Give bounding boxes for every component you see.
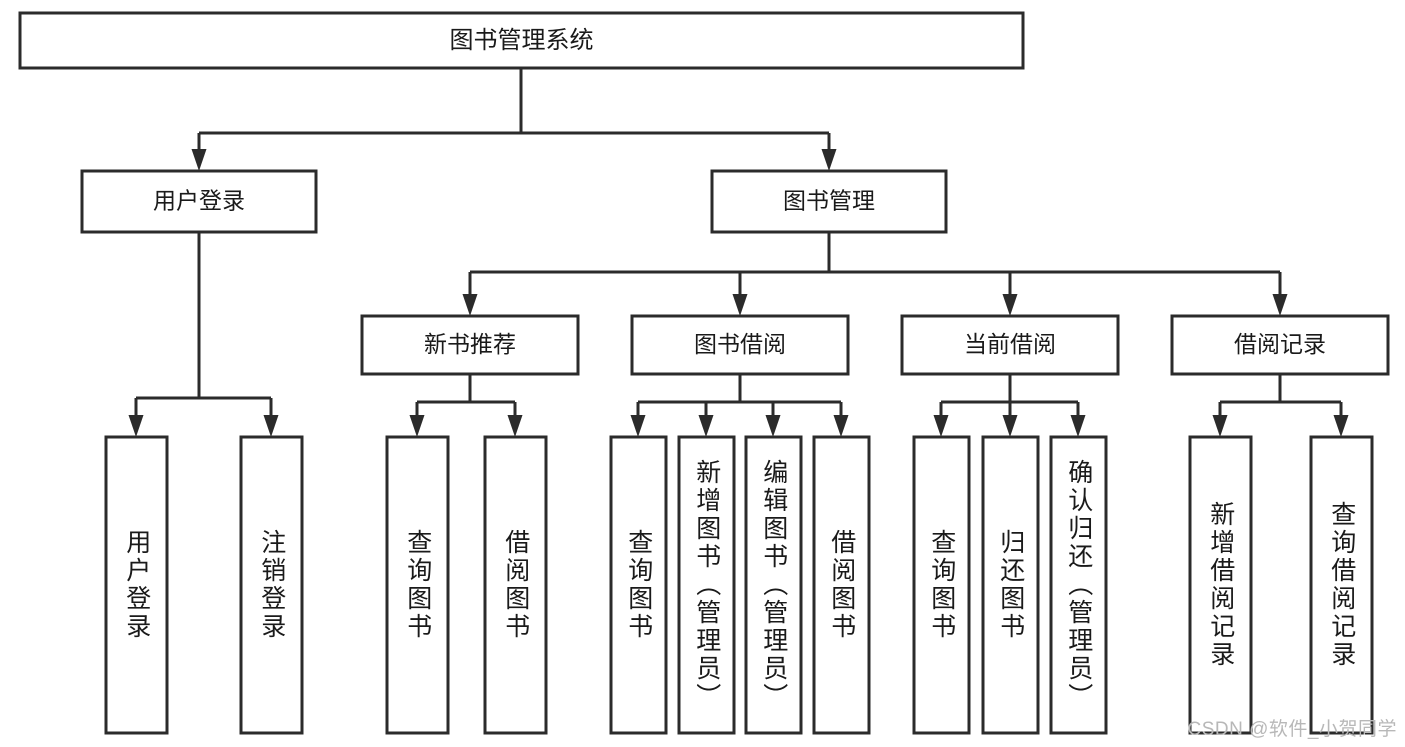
- node-l-bb-borrow-book[interactable]: [812, 435, 871, 735]
- node-n-new-book-rec[interactable]: 新书推荐: [360, 314, 580, 376]
- node-label: 当前借阅: [964, 331, 1056, 357]
- connector-c-borrow-record: [1212, 374, 1349, 437]
- node-l-user-logout[interactable]: [239, 435, 304, 735]
- connector-c-new-book-rec: [409, 374, 523, 437]
- node-l-bb-add-book[interactable]: [677, 435, 736, 735]
- node-label: 图书管理系统: [450, 27, 594, 54]
- node-n-book-borrow[interactable]: 图书借阅: [630, 314, 850, 376]
- node-label: 借阅记录: [1234, 331, 1326, 357]
- node-l-br-add-record[interactable]: [1188, 435, 1253, 735]
- node-label: 图书借阅: [694, 331, 786, 357]
- node-l-rec-query-book[interactable]: [385, 435, 450, 735]
- node-l-rec-borrow-book[interactable]: [483, 435, 548, 735]
- node-n-book-manage[interactable]: 图书管理: [710, 169, 948, 234]
- node-label: 用户登录: [153, 188, 245, 214]
- node-l-cb-return-book[interactable]: [981, 435, 1040, 735]
- node-l-cb-confirm-return[interactable]: [1049, 435, 1108, 735]
- node-l-br-query-record[interactable]: [1309, 435, 1374, 735]
- node-l-user-login[interactable]: [104, 435, 169, 735]
- node-n-user-login[interactable]: 用户登录: [80, 169, 318, 234]
- connector-c-book-borrow: [630, 374, 849, 437]
- node-root[interactable]: 图书管理系统: [18, 11, 1025, 70]
- node-label: 图书管理: [783, 188, 875, 214]
- node-l-bb-query-book[interactable]: [609, 435, 668, 735]
- connector-c-book-manage: [462, 232, 1288, 316]
- connector-c-root: [191, 68, 837, 171]
- node-n-borrow-record[interactable]: 借阅记录: [1170, 314, 1390, 376]
- connector-c-current-borrow: [933, 374, 1086, 437]
- watermark-text: CSDN @软件_小贺同学: [1187, 719, 1397, 740]
- node-l-cb-query-book[interactable]: [912, 435, 971, 735]
- node-l-bb-edit-book[interactable]: [744, 435, 803, 735]
- node-n-current-borrow[interactable]: 当前借阅: [900, 314, 1120, 376]
- node-label: 新书推荐: [424, 331, 516, 357]
- connector-c-user-login: [128, 232, 279, 437]
